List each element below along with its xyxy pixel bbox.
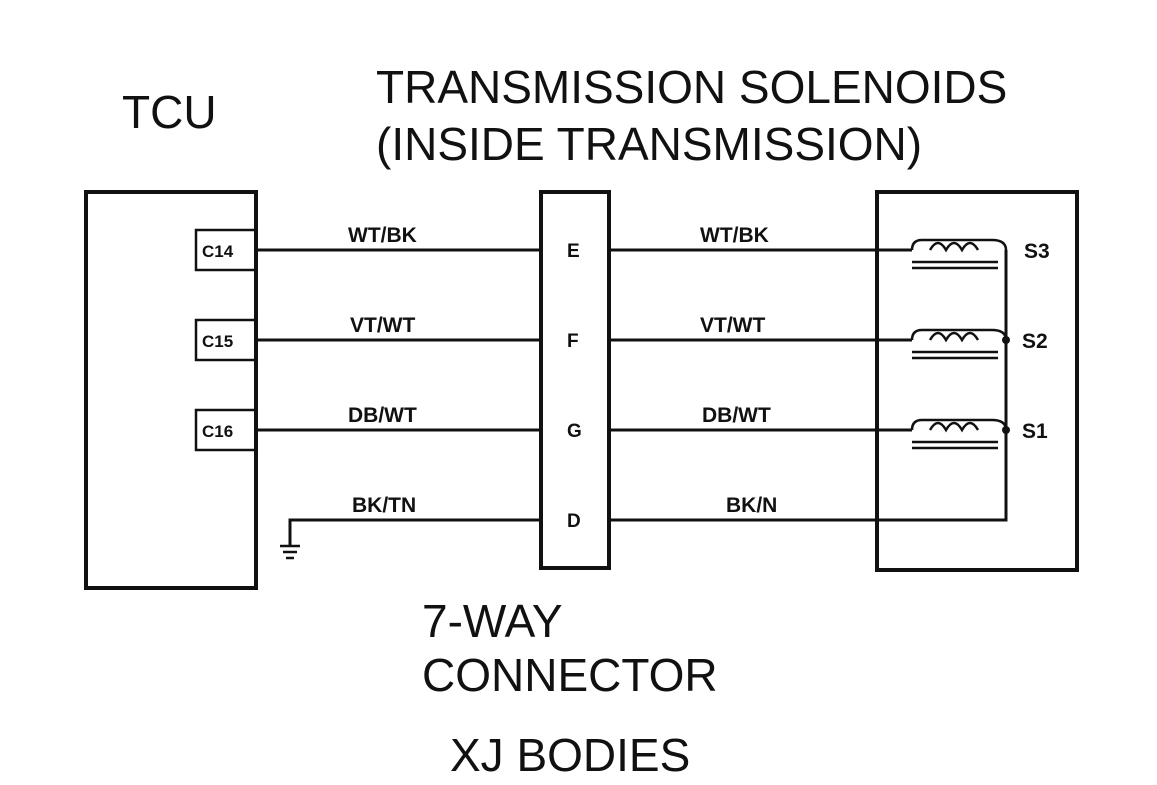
- wire-label-left-e: WT/BK: [348, 224, 417, 247]
- footer-label: XJ BODIES: [450, 729, 690, 781]
- ground-icon: [280, 544, 300, 560]
- solenoid-label-s3: S3: [1024, 240, 1050, 263]
- wire-label-right-d: BK/N: [726, 494, 777, 517]
- seven-way-connector: [539, 190, 611, 570]
- connector-pin-g: G: [567, 421, 582, 442]
- solenoid-coil-icon-s2: [910, 328, 1010, 360]
- solenoid-label-s2: S2: [1022, 330, 1048, 353]
- tcu-pin-c14: C14: [202, 242, 234, 261]
- tcu-pin-c15: C15: [202, 332, 233, 351]
- tcu-pin-c16: C16: [202, 422, 233, 441]
- connector-pin-f: F: [567, 331, 579, 352]
- connector-pin-d: D: [567, 511, 581, 532]
- wire-label-right-g: DB/WT: [702, 404, 771, 427]
- solenoids-title-line1: TRANSMISSION SOLENOIDS: [376, 61, 1007, 113]
- solenoid-label-s1: S1: [1022, 420, 1048, 443]
- solenoid-coil-icon-s3: [910, 238, 1008, 270]
- connector-label-line2: CONNECTOR: [422, 649, 718, 701]
- solenoids-title-line2: (INSIDE TRANSMISSION): [376, 118, 922, 170]
- wire-label-left-d: BK/TN: [352, 494, 416, 517]
- wire-label-left-f: VT/WT: [350, 314, 415, 337]
- connector-pin-e: E: [567, 241, 580, 262]
- tcu-label: TCU: [122, 86, 217, 138]
- solenoid-coil-icon-s1: [910, 418, 1010, 450]
- tcu-module: [84, 190, 258, 590]
- wire-left-d: [288, 518, 541, 546]
- wire-label-right-e: WT/BK: [700, 224, 769, 247]
- transmission-housing: [875, 190, 1079, 572]
- wire-label-right-f: VT/WT: [700, 314, 765, 337]
- connector-label-line1: 7-WAY: [422, 595, 563, 647]
- wire-label-left-g: DB/WT: [348, 404, 417, 427]
